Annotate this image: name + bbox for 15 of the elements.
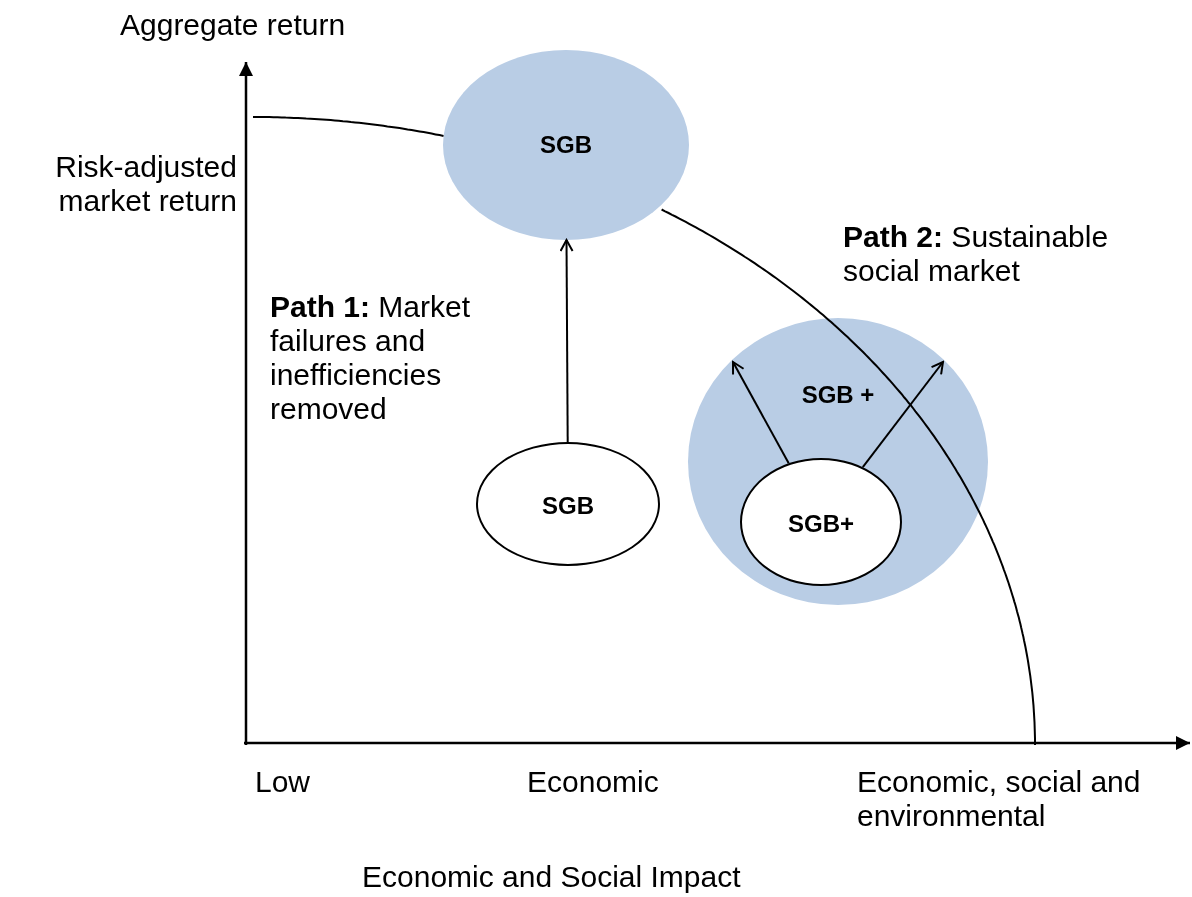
arrow [732,361,790,465]
node-label: SGB [539,131,593,159]
axis-category-label: Low [255,765,312,799]
axis-title: Economic and Social Impact [362,860,742,894]
arrow [559,239,574,443]
node-label: SGB+ [787,510,855,538]
axis-title: Risk-adjusted market return [54,150,237,218]
node-label: SGB [541,492,595,520]
arrow [861,361,944,469]
axis-category-label: Economic [527,765,660,799]
path-note: Path 1: Market failures and inefficiencies removed [270,290,472,426]
axis-category-label: Economic, social and environmental [857,765,1142,833]
node-label: SGB + [800,381,876,410]
axis-title: Aggregate return [120,8,347,42]
path-note: Path 2: Sustainable social market [843,220,1110,288]
